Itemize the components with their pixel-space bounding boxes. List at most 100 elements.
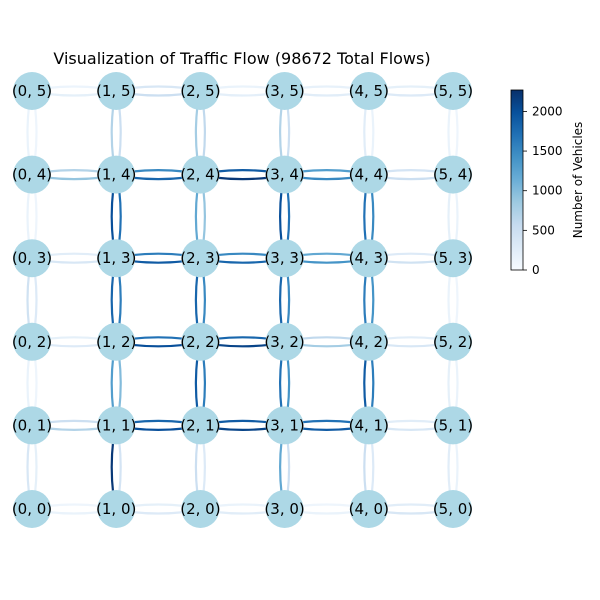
- node-circle: [434, 239, 472, 278]
- node-circle: [97, 239, 136, 278]
- node-label: (2, 1): [180, 416, 220, 434]
- edge-flow-0-3-1-3-back: [46, 252, 103, 257]
- edge-flow-1-4-1-3-fwd: [110, 188, 115, 245]
- node-1-3: (1, 3): [96, 239, 136, 278]
- edge-flow-4-2-4-1-fwd: [363, 355, 367, 412]
- node-3-4: (3, 4): [264, 155, 305, 194]
- edge-flow-2-2-3-2-back: [214, 336, 271, 340]
- node-label: (0, 2): [12, 333, 52, 351]
- edge-flow-3-3-4-3-back: [298, 252, 355, 257]
- edges-layer: [26, 85, 459, 515]
- node-label: (4, 5): [349, 82, 389, 100]
- node-label: (2, 4): [180, 166, 220, 184]
- edge-flow-3-3-4-3-fwd: [298, 260, 355, 264]
- chart-title: Visualization of Traffic Flow (98672 Tot…: [53, 49, 430, 68]
- node-circle: [349, 490, 388, 528]
- edge-flow-1-1-1-0-back: [118, 439, 122, 495]
- node-5-0: (5, 0): [433, 490, 473, 528]
- node-label: (2, 0): [180, 500, 220, 518]
- colorbar-tick-label: 500: [532, 223, 555, 237]
- edge-flow-0-4-1-4-back: [46, 169, 103, 173]
- edge-flow-1-5-1-4-back: [118, 105, 122, 161]
- node-label: (1, 3): [96, 249, 136, 267]
- edge-flow-3-5-4-5-back: [298, 85, 355, 90]
- edge-flow-2-1-3-1-fwd: [214, 427, 271, 431]
- node-circle: [434, 72, 472, 110]
- edge-flow-1-2-1-1-fwd: [110, 355, 115, 412]
- edge-flow-0-2-1-2-fwd: [46, 343, 103, 348]
- node-2-0: (2, 0): [180, 490, 221, 528]
- edge-flow-4-2-5-2-back: [382, 336, 439, 340]
- node-label: (5, 5): [433, 82, 473, 100]
- node-label: (3, 4): [264, 166, 304, 184]
- node-label: (4, 0): [349, 500, 389, 518]
- edge-flow-4-1-5-1-back: [382, 419, 439, 424]
- edge-flow-4-5-5-5-back: [382, 85, 439, 90]
- node-5-2: (5, 2): [433, 322, 473, 361]
- node-label: (1, 1): [96, 416, 136, 434]
- edge-flow-2-0-3-0-fwd: [214, 510, 271, 515]
- edge-flow-3-4-3-3-back: [286, 188, 291, 245]
- edge-flow-3-2-4-2-fwd: [298, 343, 355, 348]
- node-label: (3, 5): [264, 82, 304, 100]
- node-0-5: (0, 5): [12, 72, 52, 110]
- node-circle: [181, 239, 220, 278]
- node-5-4: (5, 4): [433, 155, 473, 194]
- edge-flow-0-0-1-0-fwd: [46, 510, 103, 515]
- node-label: (5, 0): [433, 500, 473, 518]
- edge-flow-1-5-1-4-fwd: [110, 105, 115, 161]
- edge-flow-3-0-4-0-back: [298, 503, 355, 508]
- node-circle: [265, 490, 304, 528]
- edge-flow-1-0-2-0-back: [130, 503, 187, 508]
- edge-flow-4-5-5-5-fwd: [382, 92, 439, 97]
- edge-flow-4-1-5-1-fwd: [382, 427, 439, 431]
- nodes-layer: (0, 0)(1, 0)(2, 0)(3, 0)(4, 0)(5, 0)(0, …: [12, 72, 473, 528]
- edge-flow-4-4-5-4-back: [382, 169, 439, 173]
- edge-flow-1-1-1-0-fwd: [110, 439, 115, 495]
- node-circle: [181, 490, 220, 528]
- node-circle: [13, 155, 51, 194]
- edge-flow-3-3-3-2-fwd: [279, 272, 283, 328]
- node-label: (5, 2): [433, 333, 473, 351]
- edge-flow-4-4-4-3-fwd: [363, 188, 367, 245]
- node-label: (2, 2): [180, 333, 220, 351]
- node-4-5: (4, 5): [349, 72, 389, 110]
- edge-flow-1-4-2-4-fwd: [130, 176, 187, 181]
- node-1-0: (1, 0): [96, 490, 136, 528]
- node-4-3: (4, 3): [349, 239, 389, 278]
- node-circle: [97, 490, 136, 528]
- node-circle: [97, 72, 136, 110]
- edge-flow-5-3-5-2-fwd: [447, 272, 452, 328]
- edge-flow-2-4-3-4-back: [214, 169, 271, 173]
- edge-flow-0-5-1-5-back: [46, 85, 103, 90]
- node-circle: [13, 406, 51, 445]
- edge-flow-0-1-0-0-back: [33, 439, 38, 495]
- edge-flow-2-5-3-5-back: [214, 85, 271, 90]
- edge-flow-4-1-4-0-fwd: [363, 439, 367, 495]
- node-0-1: (0, 1): [12, 406, 52, 445]
- node-4-1: (4, 1): [349, 406, 389, 445]
- edge-flow-2-3-2-2-back: [202, 272, 206, 328]
- node-label: (4, 2): [349, 333, 389, 351]
- edge-flow-2-5-2-4-back: [202, 105, 206, 161]
- node-circle: [265, 72, 304, 110]
- node-circle: [97, 406, 136, 445]
- node-1-5: (1, 5): [96, 72, 136, 110]
- node-label: (3, 3): [264, 249, 304, 267]
- node-3-0: (3, 0): [264, 490, 305, 528]
- node-circle: [13, 322, 51, 361]
- edge-flow-1-2-2-2-fwd: [130, 343, 187, 348]
- edge-flow-3-1-3-0-fwd: [279, 439, 283, 495]
- edge-flow-0-5-0-4-fwd: [26, 105, 31, 161]
- node-label: (0, 4): [12, 166, 52, 184]
- edge-flow-4-3-4-2-fwd: [363, 272, 367, 328]
- node-0-3: (0, 3): [12, 239, 52, 278]
- edge-flow-5-3-5-2-back: [454, 272, 459, 328]
- node-2-4: (2, 4): [180, 155, 221, 194]
- node-2-3: (2, 3): [180, 239, 221, 278]
- edge-flow-1-0-2-0-fwd: [130, 510, 187, 515]
- node-label: (4, 3): [349, 249, 389, 267]
- edge-flow-1-3-1-2-back: [118, 272, 122, 328]
- node-label: (2, 3): [180, 249, 220, 267]
- edge-flow-5-5-5-4-back: [454, 105, 459, 161]
